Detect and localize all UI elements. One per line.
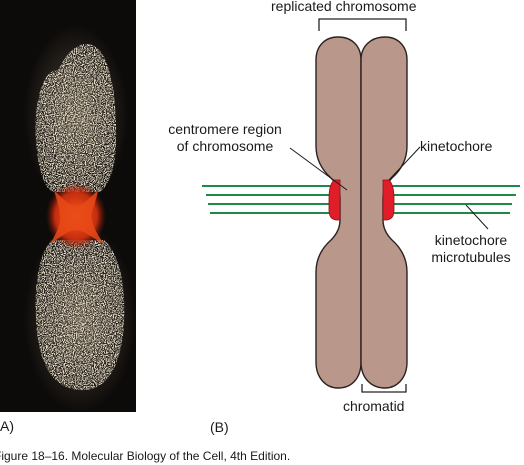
chromatid-right: [360, 36, 408, 389]
centromere-region-label-line2: of chromosome: [176, 138, 274, 154]
micrograph-upper-arm: [35, 43, 117, 193]
panel-a-label: A): [0, 418, 14, 434]
centromere-region-label-line1: centromere region: [168, 121, 282, 137]
micrograph-centromere-core: [50, 190, 104, 244]
chromatid-bracket: [361, 384, 407, 393]
kinetochore-microtubules-label-line2: microtubules: [431, 249, 511, 265]
centromere-region-label: centromere region of chromosome: [140, 121, 310, 155]
micrograph-panel: [0, 0, 136, 413]
replicated-chromosome-bracket: [318, 18, 407, 31]
centromere-leader-line: [289, 147, 348, 191]
kinetochore-leader-line: [388, 146, 421, 181]
panel-b-label: (B): [210, 419, 229, 435]
kinetochore-microtubules-label-line1: kinetochore: [434, 232, 508, 248]
microtubules-leader-line: [465, 204, 489, 230]
schematic-panel: [202, 18, 520, 393]
chromatid-label: chromatid: [343, 398, 405, 414]
kinetochore-microtubules-label: kinetochore microtubules: [420, 232, 522, 266]
figure-caption: Figure 18–16. Molecular Biology of the C…: [0, 449, 291, 463]
chromatid-left: [315, 36, 362, 389]
kinetochore-right: [382, 179, 395, 221]
kinetochore-label: kinetochore: [420, 138, 493, 154]
kinetochore-left: [328, 179, 341, 221]
micrograph-lower-arm: [35, 240, 125, 391]
replicated-chromosome-label: replicated chromosome: [271, 0, 417, 14]
